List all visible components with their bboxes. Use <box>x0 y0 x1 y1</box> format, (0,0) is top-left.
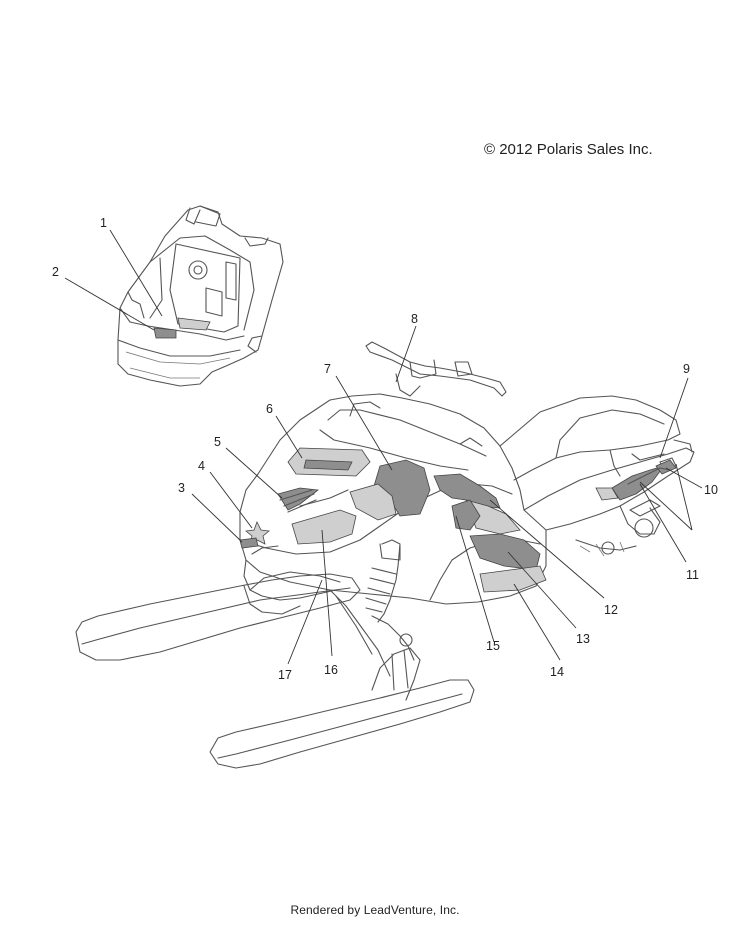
callout-3: 3 <box>178 481 185 495</box>
decal-15 <box>451 499 481 531</box>
callout-13: 13 <box>576 632 590 646</box>
callout-16: 16 <box>324 663 338 677</box>
copyright-text: © 2012 Polaris Sales Inc. <box>484 141 653 158</box>
callout-8: 8 <box>411 312 418 326</box>
callout-7: 7 <box>324 362 331 376</box>
footer-text: Rendered by LeadVenture, Inc. <box>290 903 460 917</box>
leader-lines <box>64 229 703 665</box>
callout-10: 10 <box>704 483 718 497</box>
callout-4: 4 <box>198 459 205 473</box>
console-inset <box>117 205 284 387</box>
snowmobile-main <box>75 341 695 769</box>
callout-14: 14 <box>550 665 564 679</box>
decal-13 <box>469 533 541 571</box>
decal-14 <box>479 565 547 593</box>
decal-16 <box>291 509 357 545</box>
callout-15: 15 <box>486 639 500 653</box>
callout-12: 12 <box>604 603 618 617</box>
callout-11: 11 <box>686 568 699 582</box>
callout-9: 9 <box>683 362 690 376</box>
callout-labels: 1 2 3 4 5 6 7 8 9 10 11 12 13 14 15 16 1… <box>52 216 718 682</box>
decal-3 <box>239 537 259 549</box>
callout-17: 17 <box>278 668 292 682</box>
callout-2: 2 <box>52 265 59 279</box>
decal-11 <box>611 465 666 501</box>
callout-5: 5 <box>214 435 221 449</box>
callout-1: 1 <box>100 216 107 230</box>
callout-6: 6 <box>266 402 273 416</box>
decal-10 <box>655 459 677 475</box>
